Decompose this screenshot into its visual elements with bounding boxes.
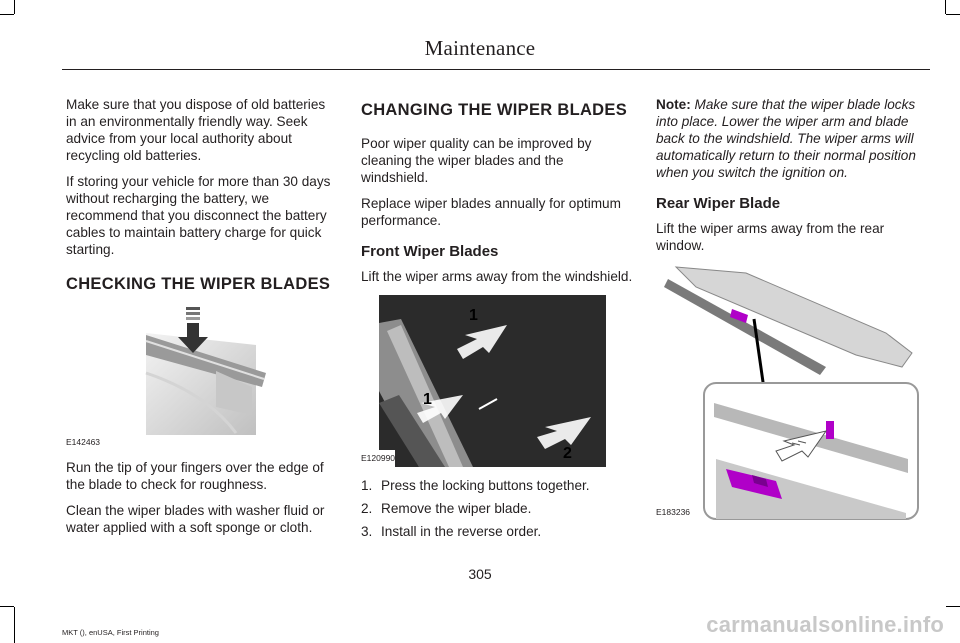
figure-code: E183236 <box>656 507 691 517</box>
blade-roughness-paragraph: Run the tip of your fingers over the edg… <box>66 460 324 492</box>
checking-wiper-blades-heading: CHECKING THE WIPER BLADES <box>66 275 331 293</box>
step-number: 1. <box>361 478 373 493</box>
blade-cleaning-paragraph: Clean the wiper blades with washer fluid… <box>66 503 325 535</box>
column-1: Make sure that you dispose of old batter… <box>66 96 338 545</box>
callout-1-left: 1 <box>423 391 432 408</box>
callout-1-top: 1 <box>469 307 478 324</box>
note-label: Note: <box>656 97 691 112</box>
header-rule <box>62 69 930 70</box>
figure-code: E142463 <box>66 437 101 447</box>
watermark: carmanualsonline.info <box>706 612 944 637</box>
rear-wiper-illustration <box>664 266 919 520</box>
lift-rear-wiper-paragraph: Lift the wiper arms away from the rear w… <box>656 221 885 253</box>
crop-mark-bottom-left-h <box>0 606 14 607</box>
rear-wiper-blade-heading: Rear Wiper Blade <box>656 195 781 212</box>
column-3: Note: Make sure that the wiper blade loc… <box>656 96 928 523</box>
front-wiper-removal-illustration <box>379 295 606 467</box>
callout-2: 2 <box>563 445 572 462</box>
crop-mark-top-left-v <box>14 0 15 14</box>
list-item: 1. Press the locking buttons together. <box>361 477 633 494</box>
list-item: 2. Remove the wiper blade. <box>361 500 633 517</box>
crop-mark-bottom-right-h <box>946 606 960 607</box>
front-wiper-removal-figure: 1 1 2 E120990 <box>361 295 633 467</box>
replace-annually-paragraph: Replace wiper blades annually for optimu… <box>361 196 621 228</box>
note-paragraph: Note: Make sure that the wiper blade loc… <box>656 96 928 181</box>
footer-printing-info: MKT (), enUSA, First Printing <box>62 628 159 637</box>
step-text: Install in the reverse order. <box>381 524 542 539</box>
step-number: 2. <box>361 501 373 516</box>
crop-mark-top-right-v <box>945 0 946 14</box>
page-number: 305 <box>468 566 492 582</box>
wiper-blade-check-illustration <box>145 303 338 443</box>
crop-mark-top-right-h <box>946 14 960 15</box>
step-number: 3. <box>361 524 373 539</box>
list-item: 3. Install in the reverse order. <box>361 523 633 540</box>
crop-mark-bottom-left-v <box>14 607 15 643</box>
rear-wiper-figure: E183236 <box>656 263 928 523</box>
wiper-blade-check-figure: E142463 <box>66 303 338 451</box>
note-text: Make sure that the wiper blade locks int… <box>656 97 916 180</box>
page-header-title: Maintenance <box>424 36 536 60</box>
column-2: CHANGING THE WIPER BLADES Poor wiper qua… <box>361 96 633 546</box>
changing-wiper-blades-heading: CHANGING THE WIPER BLADES <box>361 101 628 119</box>
figure-code: E120990 <box>361 450 396 467</box>
battery-storage-paragraph: If storing your vehicle for more than 30… <box>66 174 331 257</box>
wiper-quality-paragraph: Poor wiper quality can be improved by cl… <box>361 136 592 185</box>
crop-mark-top-left-h <box>0 14 14 15</box>
removal-steps-list: 1. Press the locking buttons together. 2.… <box>361 477 633 540</box>
battery-disposal-paragraph: Make sure that you dispose of old batter… <box>66 97 326 163</box>
front-wiper-blades-heading: Front Wiper Blades <box>361 243 499 260</box>
lift-wiper-arms-paragraph: Lift the wiper arms away from the windsh… <box>361 269 633 284</box>
step-text: Press the locking buttons together. <box>381 478 590 493</box>
step-text: Remove the wiper blade. <box>381 501 532 516</box>
